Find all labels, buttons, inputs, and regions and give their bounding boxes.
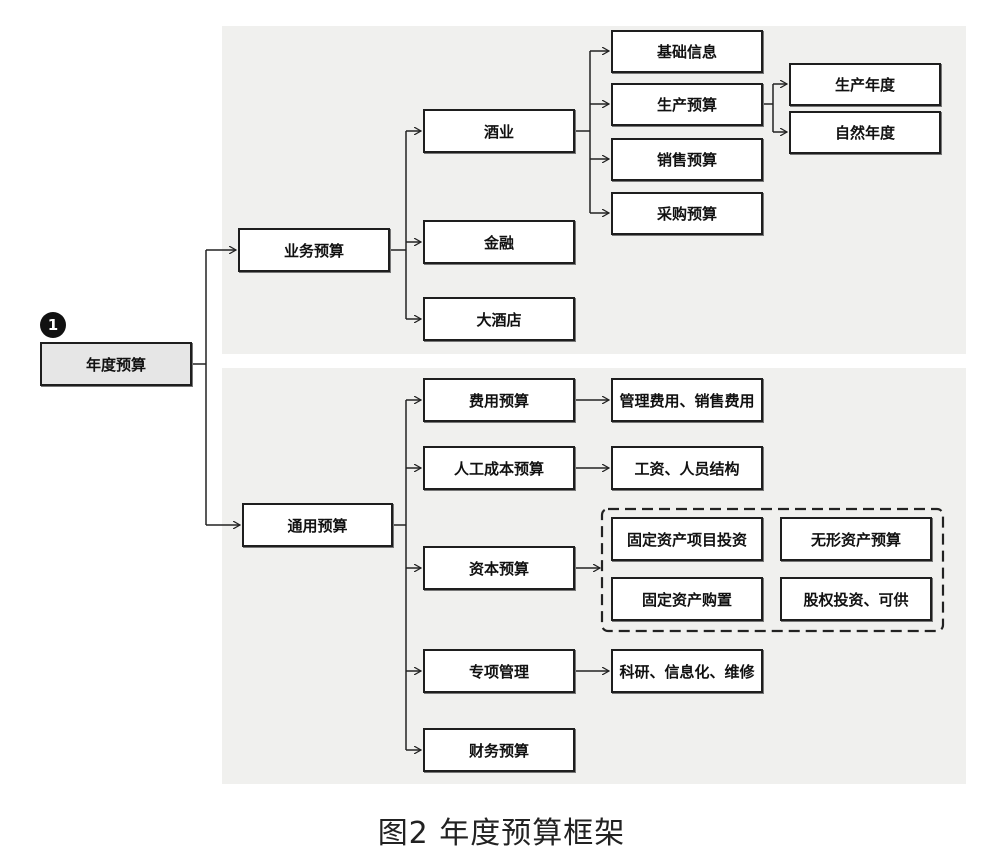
- node-fixed-asset-investment: 固定资产项目投资: [611, 517, 763, 561]
- connector-liquor: [575, 51, 591, 213]
- node-labor-cost-budget: 人工成本预算: [423, 446, 575, 490]
- connector-general: [393, 400, 407, 750]
- node-purchase-budget: 采购预算: [611, 192, 763, 235]
- connector-production: [763, 84, 774, 132]
- node-liquor: 酒业: [423, 109, 575, 153]
- node-annual-budget: 年度预算: [40, 342, 192, 386]
- node-special-detail: 科研、信息化、维修: [611, 649, 763, 693]
- connector-business: [390, 131, 407, 319]
- node-expense-budget: 费用预算: [423, 378, 575, 422]
- node-business-budget: 业务预算: [238, 228, 390, 272]
- node-finance: 金融: [423, 220, 575, 264]
- node-production-budget: 生产预算: [611, 83, 763, 126]
- node-fixed-asset-purchase: 固定资产购置: [611, 577, 763, 621]
- node-labor-detail: 工资、人员结构: [611, 446, 763, 490]
- node-general-budget: 通用预算: [242, 503, 393, 547]
- node-sales-budget: 销售预算: [611, 138, 763, 181]
- node-equity-investment: 股权投资、可供: [780, 577, 932, 621]
- node-natural-year: 自然年度: [789, 111, 941, 154]
- node-basic-info: 基础信息: [611, 30, 763, 73]
- connector-root: [192, 250, 207, 525]
- node-special-management: 专项管理: [423, 649, 575, 693]
- step-number-badge: 1: [40, 312, 66, 338]
- general-panel: [222, 368, 966, 784]
- capital-items-dashed-group: [600, 507, 945, 633]
- node-expense-detail: 管理费用、销售费用: [611, 378, 763, 422]
- node-financial-budget: 财务预算: [423, 728, 575, 772]
- node-production-year: 生产年度: [789, 63, 941, 106]
- node-intangible-asset-budget: 无形资产预算: [780, 517, 932, 561]
- node-capital-budget: 资本预算: [423, 546, 575, 590]
- figure-caption: 图2 年度预算框架: [377, 816, 626, 851]
- node-hotel: 大酒店: [423, 297, 575, 341]
